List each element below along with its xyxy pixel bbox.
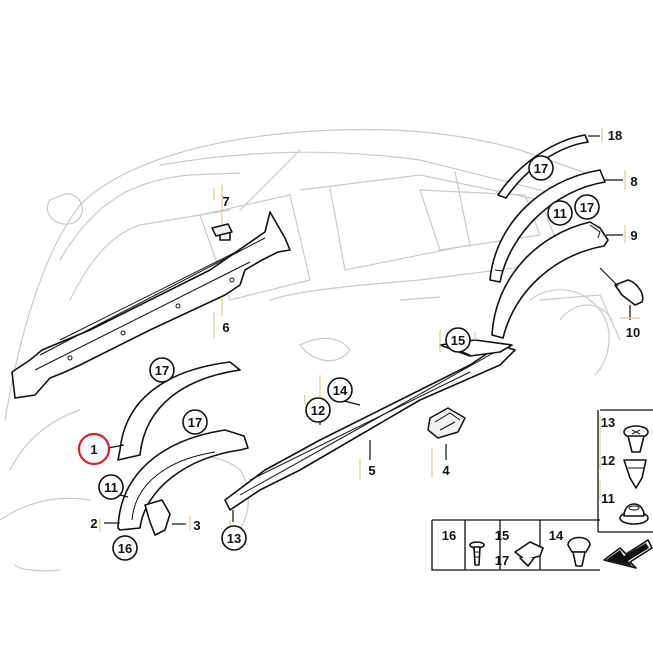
- clip-icon-15: [514, 541, 544, 567]
- callout-8: 8: [630, 174, 637, 189]
- callout-16-legend: 16: [442, 528, 456, 543]
- part-4-mounting-clip: [427, 407, 466, 460]
- svg-text:11: 11: [104, 480, 118, 495]
- svg-text:15: 15: [495, 528, 509, 543]
- callout-13-sill: 13: [221, 525, 247, 551]
- callout-3: 3: [193, 518, 200, 533]
- svg-text:18: 18: [608, 128, 622, 143]
- svg-text:5: 5: [368, 463, 375, 478]
- svg-text:11: 11: [553, 206, 567, 221]
- callout-7: 7: [222, 194, 229, 209]
- svg-text:17: 17: [534, 161, 548, 176]
- svg-text:14: 14: [333, 383, 348, 398]
- svg-text:12: 12: [601, 453, 615, 468]
- callout-11-front: 11: [98, 474, 124, 500]
- callout-11-rear: 11: [547, 200, 573, 226]
- callout-17-rear-top: 17: [528, 155, 554, 181]
- part-8-rear-wheel-arch: [489, 169, 623, 283]
- svg-text:17: 17: [155, 363, 169, 378]
- part-3-arch-bracket: [144, 499, 186, 536]
- hardware-legend: [431, 409, 653, 571]
- callout-6: 6: [222, 320, 229, 335]
- grommet-icon: [619, 503, 649, 525]
- callout-11-legend: 11: [601, 491, 615, 506]
- svg-text:4: 4: [442, 463, 450, 478]
- arrow-icon: [603, 539, 653, 569]
- callout-9: 9: [630, 228, 637, 243]
- callout-16-arch: 16: [112, 535, 138, 561]
- callout-10: 10: [626, 325, 640, 340]
- part-6-sill-bracket: [11, 185, 291, 399]
- callout-17-front-mid: 17: [182, 409, 208, 435]
- callout-5: 5: [368, 463, 375, 478]
- callout-17-rear-mid: 17: [574, 194, 600, 220]
- clip-icon-14: [567, 536, 591, 567]
- svg-text:16: 16: [442, 528, 456, 543]
- callout-13-legend: 13: [601, 415, 615, 430]
- svg-text:1: 1: [90, 442, 97, 457]
- part-7-clip: [211, 223, 233, 237]
- svg-text:17: 17: [495, 553, 509, 568]
- svg-text:2: 2: [90, 516, 97, 531]
- part-17-front-arch-upper: [107, 361, 241, 461]
- svg-text:17: 17: [580, 200, 594, 215]
- clip-icon: [623, 459, 647, 489]
- svg-text:7: 7: [222, 194, 229, 209]
- callout-17-front-top: 17: [149, 357, 175, 383]
- callout-1: 1: [77, 432, 111, 466]
- callout-12-legend: 12: [601, 453, 615, 468]
- svg-text:13: 13: [601, 415, 615, 430]
- part-18-arch-trim: [497, 134, 600, 199]
- svg-text:13: 13: [227, 531, 241, 546]
- svg-text:15: 15: [451, 333, 465, 348]
- svg-text:16: 16: [118, 541, 132, 556]
- svg-text:8: 8: [630, 174, 637, 189]
- svg-text:11: 11: [601, 491, 615, 506]
- svg-text:14: 14: [549, 528, 564, 543]
- rivet-icon: [623, 425, 649, 453]
- callout-2: 2: [90, 516, 97, 531]
- part-2-front-wheel-arch: [104, 429, 249, 531]
- car-outline: [0, 128, 621, 572]
- callout-14-sill: 14: [327, 377, 353, 403]
- callout-15-sill: 15: [445, 327, 471, 353]
- svg-text:3: 3: [193, 518, 200, 533]
- part-5-side-sill: [224, 330, 516, 528]
- svg-text:12: 12: [311, 403, 325, 418]
- callout-14-legend: 14: [549, 528, 564, 543]
- svg-text:6: 6: [222, 320, 229, 335]
- svg-text:17: 17: [188, 415, 202, 430]
- svg-text:9: 9: [630, 228, 637, 243]
- callout-12-sill: 12: [305, 397, 331, 423]
- callout-17-legend: 17: [495, 553, 509, 568]
- callouts: 1 2 3 4 5 6 7 8 9 10 11: [77, 128, 640, 568]
- part-9-rear-arch-flare: [491, 221, 623, 339]
- svg-text:10: 10: [626, 325, 640, 340]
- screw-icon: [469, 541, 485, 566]
- callout-18: 18: [608, 128, 622, 143]
- callout-4: 4: [442, 463, 450, 478]
- callout-15-legend: 15: [495, 528, 509, 543]
